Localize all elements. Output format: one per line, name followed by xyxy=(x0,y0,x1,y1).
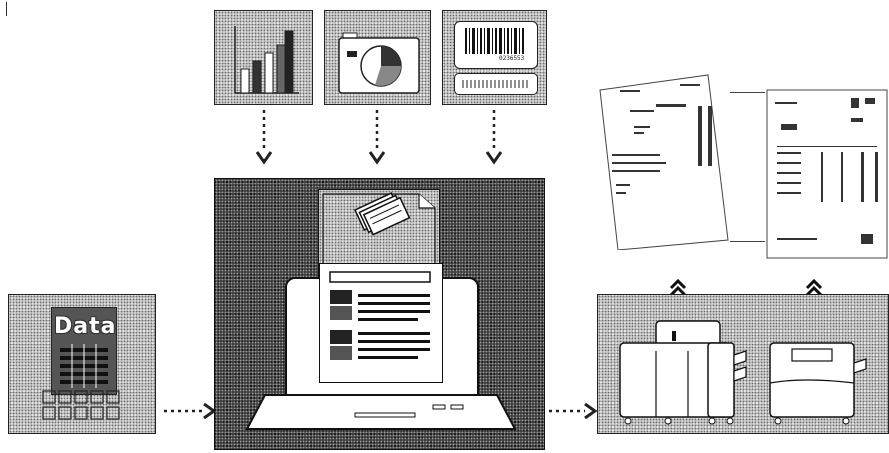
arrow-down-icon xyxy=(485,110,503,165)
data-rows-icon xyxy=(60,344,108,388)
bar-chart-panel xyxy=(214,10,313,105)
template-card xyxy=(318,189,440,277)
arrow-down-icon xyxy=(255,110,273,165)
money-stack-icon xyxy=(322,192,436,275)
data-label: Data xyxy=(54,314,117,339)
printers-panel xyxy=(597,294,889,434)
corner-mark xyxy=(6,2,7,16)
arrow-right-icon xyxy=(549,402,598,420)
barcode-icon xyxy=(465,28,524,54)
arrow-down-icon xyxy=(368,110,386,165)
barcode-number: 0236553 xyxy=(499,55,525,62)
document-content xyxy=(329,271,431,360)
laptop-base-icon xyxy=(245,394,517,430)
data-table-card: Data xyxy=(51,307,117,395)
laptop-panel xyxy=(214,178,545,450)
arrow-right-icon xyxy=(164,402,217,420)
desktop-printer-icon xyxy=(769,342,867,425)
barcode-strip-lines xyxy=(462,80,528,88)
pie-chart-panel xyxy=(324,10,431,105)
document-text-lines xyxy=(599,74,729,250)
screen-document xyxy=(319,263,443,383)
production-printer-icon xyxy=(619,320,747,425)
pie-chart-icon xyxy=(338,32,420,94)
output-document-right xyxy=(765,88,889,260)
data-panel: Data xyxy=(8,294,156,434)
chevron-up-icon xyxy=(669,278,687,297)
output-document-left xyxy=(590,70,730,250)
document-table-lines xyxy=(766,89,888,259)
chevron-up-icon xyxy=(805,278,823,297)
grid-cells-icon xyxy=(42,390,120,420)
barcode-tag: 0236553 xyxy=(454,21,538,69)
barcode-panel: 0236553 xyxy=(442,10,547,105)
barcode-strip xyxy=(454,73,538,95)
bar-chart-icon xyxy=(234,26,299,94)
